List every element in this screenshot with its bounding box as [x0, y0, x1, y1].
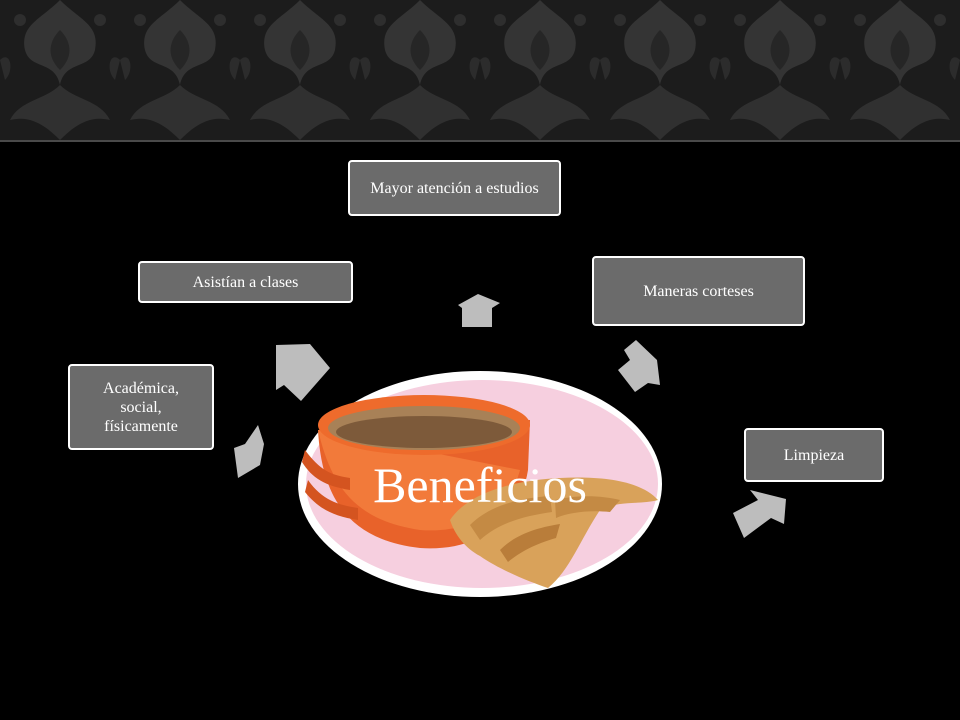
- arrow-left-down-icon: [733, 490, 786, 538]
- damask-pattern-icon: [0, 0, 960, 140]
- arrow-up-icon: [458, 294, 500, 327]
- node-mayor-atencion[interactable]: Mayor atención a estudios: [348, 160, 561, 216]
- arrow-up-left-icon: [276, 344, 330, 401]
- banner-divider: [0, 140, 960, 142]
- arrow-up-small-icon: [234, 425, 264, 478]
- cycle-arrows: [234, 294, 786, 538]
- arrow-right-down-icon: [618, 340, 660, 392]
- center-label: Beneficios: [373, 457, 587, 513]
- header-banner: [0, 0, 960, 140]
- coffee-cup-and-croissant-icon: [302, 395, 658, 588]
- node-academica[interactable]: Académica, social, físicamente: [68, 364, 214, 450]
- node-limpieza[interactable]: Limpieza: [744, 428, 884, 482]
- node-asistian[interactable]: Asistían a clases: [138, 261, 353, 303]
- node-maneras-corteses[interactable]: Maneras corteses: [592, 256, 805, 326]
